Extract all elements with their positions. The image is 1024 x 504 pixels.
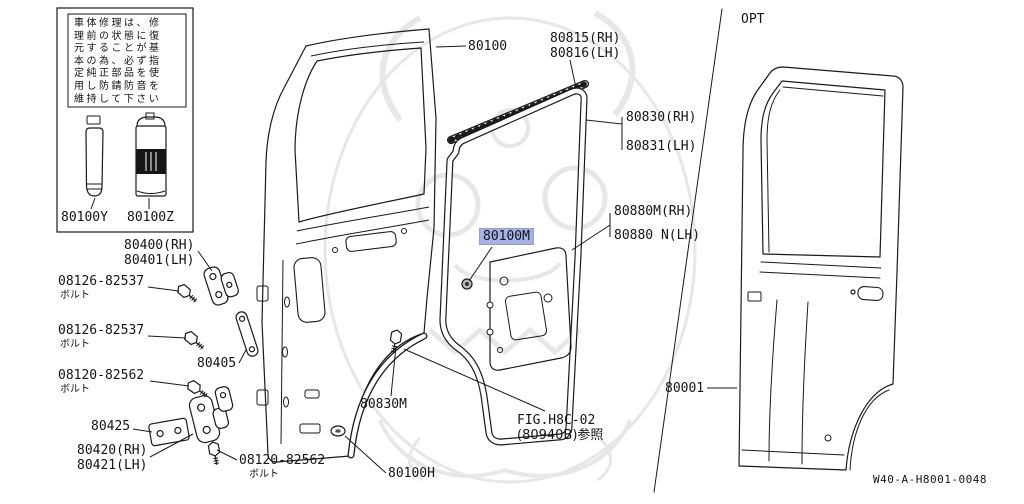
fig-reference-line2[interactable]: (80940B)参照	[517, 428, 604, 443]
door-check-link	[235, 311, 259, 357]
hinge-mount-upper	[256, 285, 269, 302]
bolt-icon	[174, 282, 201, 306]
callout-80401[interactable]: 80401(LH)	[124, 253, 195, 268]
callout-80001[interactable]: 80001	[665, 381, 705, 396]
callout-80100h[interactable]: 80100H	[388, 466, 435, 481]
bolt-caption: ボルト	[60, 384, 90, 395]
main-window-opening	[294, 47, 427, 223]
callout-80100[interactable]: 80100	[468, 39, 508, 54]
callout-80880n[interactable]: 80880 N(LH)	[614, 228, 701, 243]
lower-hinge-bracket	[214, 386, 234, 412]
callout-80400[interactable]: 80400(RH)	[124, 238, 195, 253]
upper-hinge	[203, 266, 239, 306]
callout-80421[interactable]: 80421(LH)	[77, 458, 148, 473]
callout-bolt-08126-b[interactable]: 08126-82537	[58, 323, 145, 338]
wheel-arch	[347, 332, 428, 459]
watermark-oni-icon	[323, 10, 697, 484]
opt-window-opening	[760, 80, 886, 258]
callout-80830m[interactable]: 80830M	[360, 397, 407, 412]
callout-bolt-08120-b[interactable]: 08120-82562	[239, 453, 326, 468]
opt-separator-line	[653, 8, 723, 493]
callout-80880m[interactable]: 80880M(RH)	[614, 204, 693, 219]
spray-can-icon	[135, 112, 167, 197]
opt-wheel-arch	[849, 389, 890, 471]
callout-80830[interactable]: 80830(RH)	[626, 110, 697, 125]
main-door-outline	[256, 28, 437, 463]
bolt-icon	[207, 440, 223, 467]
callout-80815[interactable]: 80815(RH)	[550, 31, 621, 46]
sealant-tube-icon	[85, 115, 104, 197]
sheet-number: W40-A-H8001-0048	[873, 473, 987, 486]
callout-80100z[interactable]: 80100Z	[127, 210, 174, 225]
lower-hinge	[188, 395, 230, 444]
bolt-caption: ボルト	[249, 469, 279, 480]
hinge-shim-plate	[148, 417, 190, 447]
opt-section-label: OPT	[741, 12, 765, 27]
callout-80420[interactable]: 80420(RH)	[77, 443, 148, 458]
repair-note-box	[56, 7, 194, 233]
callout-80100y[interactable]: 80100Y	[61, 210, 108, 225]
grommet-80100m	[461, 278, 473, 290]
opt-door-handle	[857, 286, 884, 302]
callout-80100m-selected[interactable]: 80100M	[479, 228, 534, 245]
sealing-panel	[486, 247, 572, 371]
bolt-icon	[181, 329, 208, 353]
hinge-mount-lower	[256, 389, 269, 406]
repair-note-text: 車体修理は、修 理前の状態に復 元することが基 本の為、必ず指 定純正部品を使 …	[74, 18, 162, 105]
bolt-caption: ボルト	[60, 339, 90, 350]
callout-bolt-08126-a[interactable]: 08126-82537	[58, 274, 145, 289]
grommet-80100h	[330, 425, 346, 437]
callout-bolt-08120-a[interactable]: 08120-82562	[58, 368, 145, 383]
callout-80425[interactable]: 80425	[91, 419, 131, 434]
fig-reference-line1[interactable]: FIG.H8C-02	[517, 413, 596, 428]
armrest-recess	[345, 231, 397, 252]
callout-80816[interactable]: 80816(LH)	[550, 46, 621, 61]
door-seal	[439, 87, 588, 446]
callout-80831[interactable]: 80831(LH)	[626, 139, 697, 154]
belt-line	[296, 206, 430, 232]
opt-door-outline	[738, 66, 904, 471]
leader-lines	[132, 45, 737, 474]
opt-belt-line	[760, 261, 882, 269]
door-pocket	[293, 257, 326, 323]
bolt-caption: ボルト	[60, 290, 90, 301]
callout-80405[interactable]: 80405	[197, 356, 237, 371]
